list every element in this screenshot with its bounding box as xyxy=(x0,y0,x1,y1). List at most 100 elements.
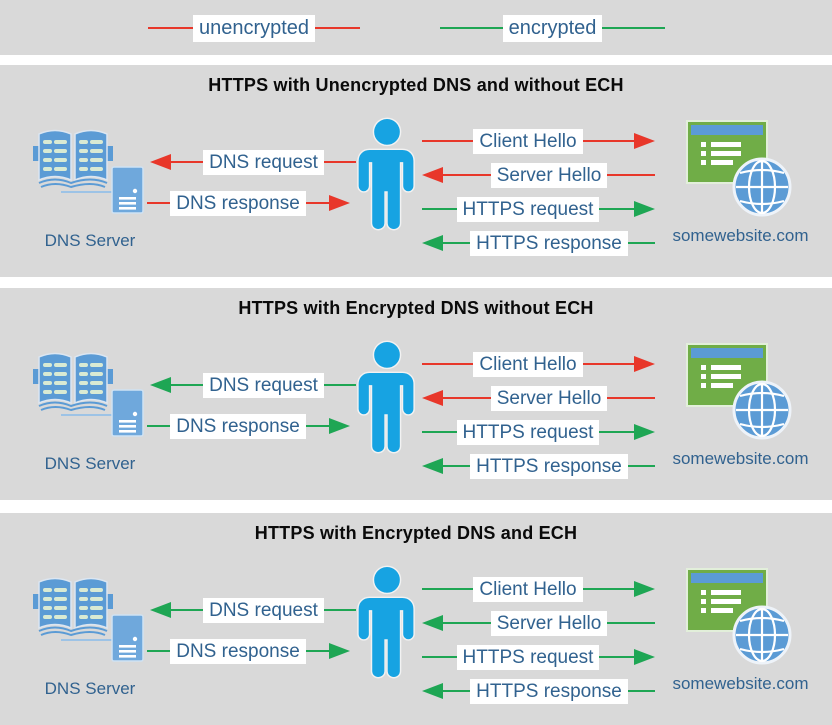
arrowhead-left-icon xyxy=(150,377,171,393)
arrow-https-response: HTTPS response xyxy=(422,453,656,479)
arrowhead-right-icon xyxy=(634,356,655,372)
website-caption: somewebsite.com xyxy=(672,674,809,693)
arrow-line xyxy=(443,690,471,692)
arrow-https-request: HTTPS request xyxy=(422,419,655,445)
message-label: HTTPS response xyxy=(470,453,628,479)
message-label: Client Hello xyxy=(473,128,583,154)
arrowhead-right-icon xyxy=(634,201,655,217)
arrow-line xyxy=(422,363,474,365)
message-label: HTTPS response xyxy=(470,678,628,704)
arrow-line xyxy=(305,650,329,652)
arrow-line xyxy=(323,161,356,163)
arrow-line xyxy=(627,690,656,692)
arrow-line xyxy=(147,425,171,427)
arrow-https-response: HTTPS response xyxy=(422,678,656,704)
arrow-line xyxy=(171,609,204,611)
arrow-line xyxy=(147,650,171,652)
arrow-line xyxy=(422,208,457,210)
message-label: Server Hello xyxy=(490,385,608,411)
arrowhead-left-icon xyxy=(422,615,443,631)
arrow-line xyxy=(443,465,471,467)
arrow-line xyxy=(607,397,656,399)
arrowhead-left-icon xyxy=(422,235,443,251)
panel-unencrypted-dns-no-ech: HTTPS with Unencrypted DNS and without E… xyxy=(0,65,832,277)
dns-server-caption: DNS Server xyxy=(44,454,136,473)
message-label: DNS request xyxy=(203,372,324,398)
arrow-line xyxy=(599,656,634,658)
arrow-dns-response: DNS response xyxy=(147,413,350,439)
arrow-client-hello: Client Hello xyxy=(422,351,655,377)
arrow-line xyxy=(305,425,329,427)
arrow-line xyxy=(582,363,634,365)
panel-title: HTTPS with Encrypted DNS without ECH xyxy=(238,298,594,318)
website-icon xyxy=(686,568,792,665)
arrow-line xyxy=(323,609,356,611)
legend-line-right xyxy=(315,27,361,29)
arrow-dns-response: DNS response xyxy=(147,190,350,216)
arrow-line xyxy=(171,161,204,163)
panel-encrypted-dns-with-ech: HTTPS with Encrypted DNS and ECH DNS Ser… xyxy=(0,513,832,725)
website-caption: somewebsite.com xyxy=(672,226,809,245)
arrow-client-hello: Client Hello xyxy=(422,576,655,602)
arrowhead-left-icon xyxy=(422,390,443,406)
arrowhead-right-icon xyxy=(329,195,350,211)
arrow-server-hello: Server Hello xyxy=(422,162,656,188)
dns-server-icon xyxy=(33,129,144,214)
legend-encrypted: encrypted xyxy=(440,14,665,42)
message-label: DNS request xyxy=(203,597,324,623)
arrowhead-left-icon xyxy=(150,154,171,170)
message-label: HTTPS request xyxy=(456,196,600,222)
arrowhead-right-icon xyxy=(329,643,350,659)
arrow-server-hello: Server Hello xyxy=(422,610,656,636)
message-label: HTTPS request xyxy=(456,644,600,670)
arrowhead-left-icon xyxy=(422,683,443,699)
arrow-dns-request: DNS request xyxy=(150,597,356,623)
website-caption: somewebsite.com xyxy=(672,449,809,468)
arrowhead-left-icon xyxy=(422,458,443,474)
message-label: DNS request xyxy=(203,149,324,175)
legend-unencrypted: unencrypted xyxy=(148,14,361,42)
arrow-line xyxy=(627,465,656,467)
arrow-line xyxy=(422,656,457,658)
legend-line-right xyxy=(602,27,665,29)
message-label: DNS response xyxy=(170,413,306,439)
arrow-line xyxy=(599,208,634,210)
message-label: HTTPS response xyxy=(470,230,628,256)
arrow-line xyxy=(323,384,356,386)
arrow-line xyxy=(443,174,491,176)
arrow-line xyxy=(422,140,474,142)
user-icon xyxy=(357,565,415,679)
dns-server-caption: DNS Server xyxy=(44,231,136,250)
user-icon xyxy=(357,117,415,231)
website-icon xyxy=(686,120,792,217)
arrow-line xyxy=(305,202,329,204)
legend-line-left xyxy=(148,27,193,29)
arrow-line xyxy=(582,140,634,142)
dns-server-caption: DNS Server xyxy=(44,679,136,698)
panel-encrypted-dns-no-ech: HTTPS with Encrypted DNS without ECH DNS… xyxy=(0,288,832,500)
message-label: HTTPS request xyxy=(456,419,600,445)
arrowhead-right-icon xyxy=(634,649,655,665)
message-label: Client Hello xyxy=(473,576,583,602)
arrow-client-hello: Client Hello xyxy=(422,128,655,154)
arrow-line xyxy=(599,431,634,433)
arrow-line xyxy=(607,622,656,624)
arrow-https-request: HTTPS request xyxy=(422,196,655,222)
legend-line-left xyxy=(440,27,503,29)
arrow-line xyxy=(443,397,491,399)
website-icon xyxy=(686,343,792,440)
arrow-line xyxy=(171,384,204,386)
arrow-line xyxy=(627,242,656,244)
message-label: Server Hello xyxy=(490,610,608,636)
dns-server-icon xyxy=(33,352,144,437)
arrow-https-response: HTTPS response xyxy=(422,230,656,256)
arrow-dns-request: DNS request xyxy=(150,149,356,175)
message-label: DNS response xyxy=(170,638,306,664)
arrow-line xyxy=(422,431,457,433)
arrowhead-left-icon xyxy=(422,167,443,183)
legend-bar: unencrypted encrypted xyxy=(0,0,832,55)
message-label: Client Hello xyxy=(473,351,583,377)
message-label: Server Hello xyxy=(490,162,608,188)
arrowhead-right-icon xyxy=(329,418,350,434)
